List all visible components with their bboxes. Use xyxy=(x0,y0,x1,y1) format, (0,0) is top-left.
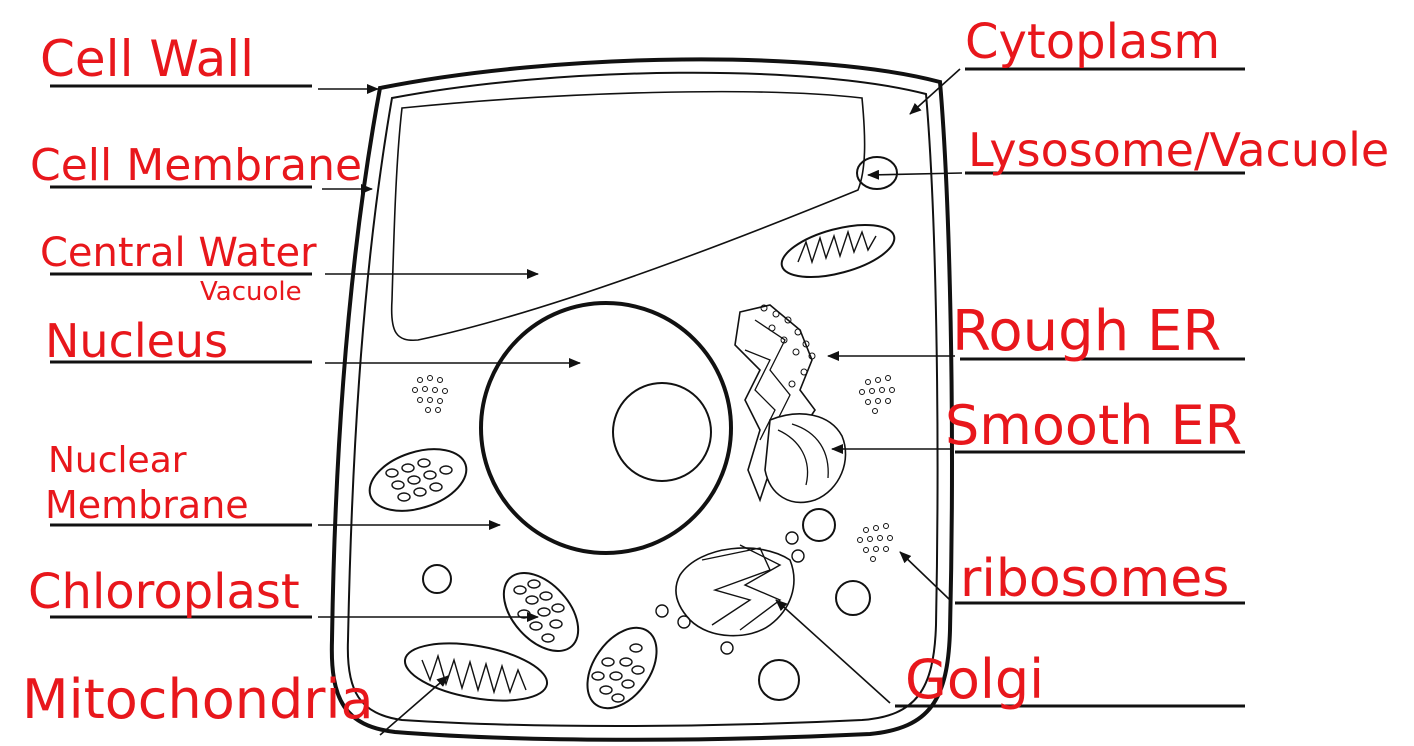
cell-wall-outline xyxy=(332,59,952,739)
label-chloroplast: Chloroplast xyxy=(28,564,300,620)
label-nuclear-membrane-line2: Membrane xyxy=(45,483,249,527)
label-central-vacuole-line1: Central Water xyxy=(40,230,317,276)
vesicle xyxy=(803,509,835,541)
label-rough-er: Rough ER xyxy=(952,299,1221,364)
label-ribosomes: ribosomes xyxy=(960,549,1229,609)
chloroplast-middle xyxy=(489,559,592,665)
mitochondrion-bottom xyxy=(401,634,552,710)
label-mitochondria: Mitochondria xyxy=(22,668,374,731)
nucleolus-shape xyxy=(613,383,711,481)
label-golgi: Golgi xyxy=(905,648,1044,711)
label-cell-wall: Cell Wall xyxy=(40,30,254,88)
label-nuclear-membrane-line1: Nuclear xyxy=(48,440,187,481)
nucleus-shape xyxy=(481,303,731,553)
label-lysosome-vacuole: Lysosome/Vacuole xyxy=(968,123,1389,177)
chloroplast-left xyxy=(362,438,474,522)
mitochondrion-top xyxy=(776,215,899,288)
vesicle xyxy=(836,581,870,615)
cell-body xyxy=(332,59,952,739)
label-central-vacuole-line2: Vacuole xyxy=(200,277,302,307)
vesicle xyxy=(423,565,451,593)
label-cell-membrane: Cell Membrane xyxy=(30,140,362,191)
golgi-shape xyxy=(656,532,804,654)
label-cytoplasm: Cytoplasm xyxy=(965,14,1220,70)
smooth-er-shape xyxy=(765,414,846,502)
label-nucleus: Nucleus xyxy=(45,314,228,368)
chloroplast-bottom xyxy=(573,615,670,721)
vesicle xyxy=(759,660,799,700)
label-smooth-er: Smooth ER xyxy=(945,394,1242,457)
